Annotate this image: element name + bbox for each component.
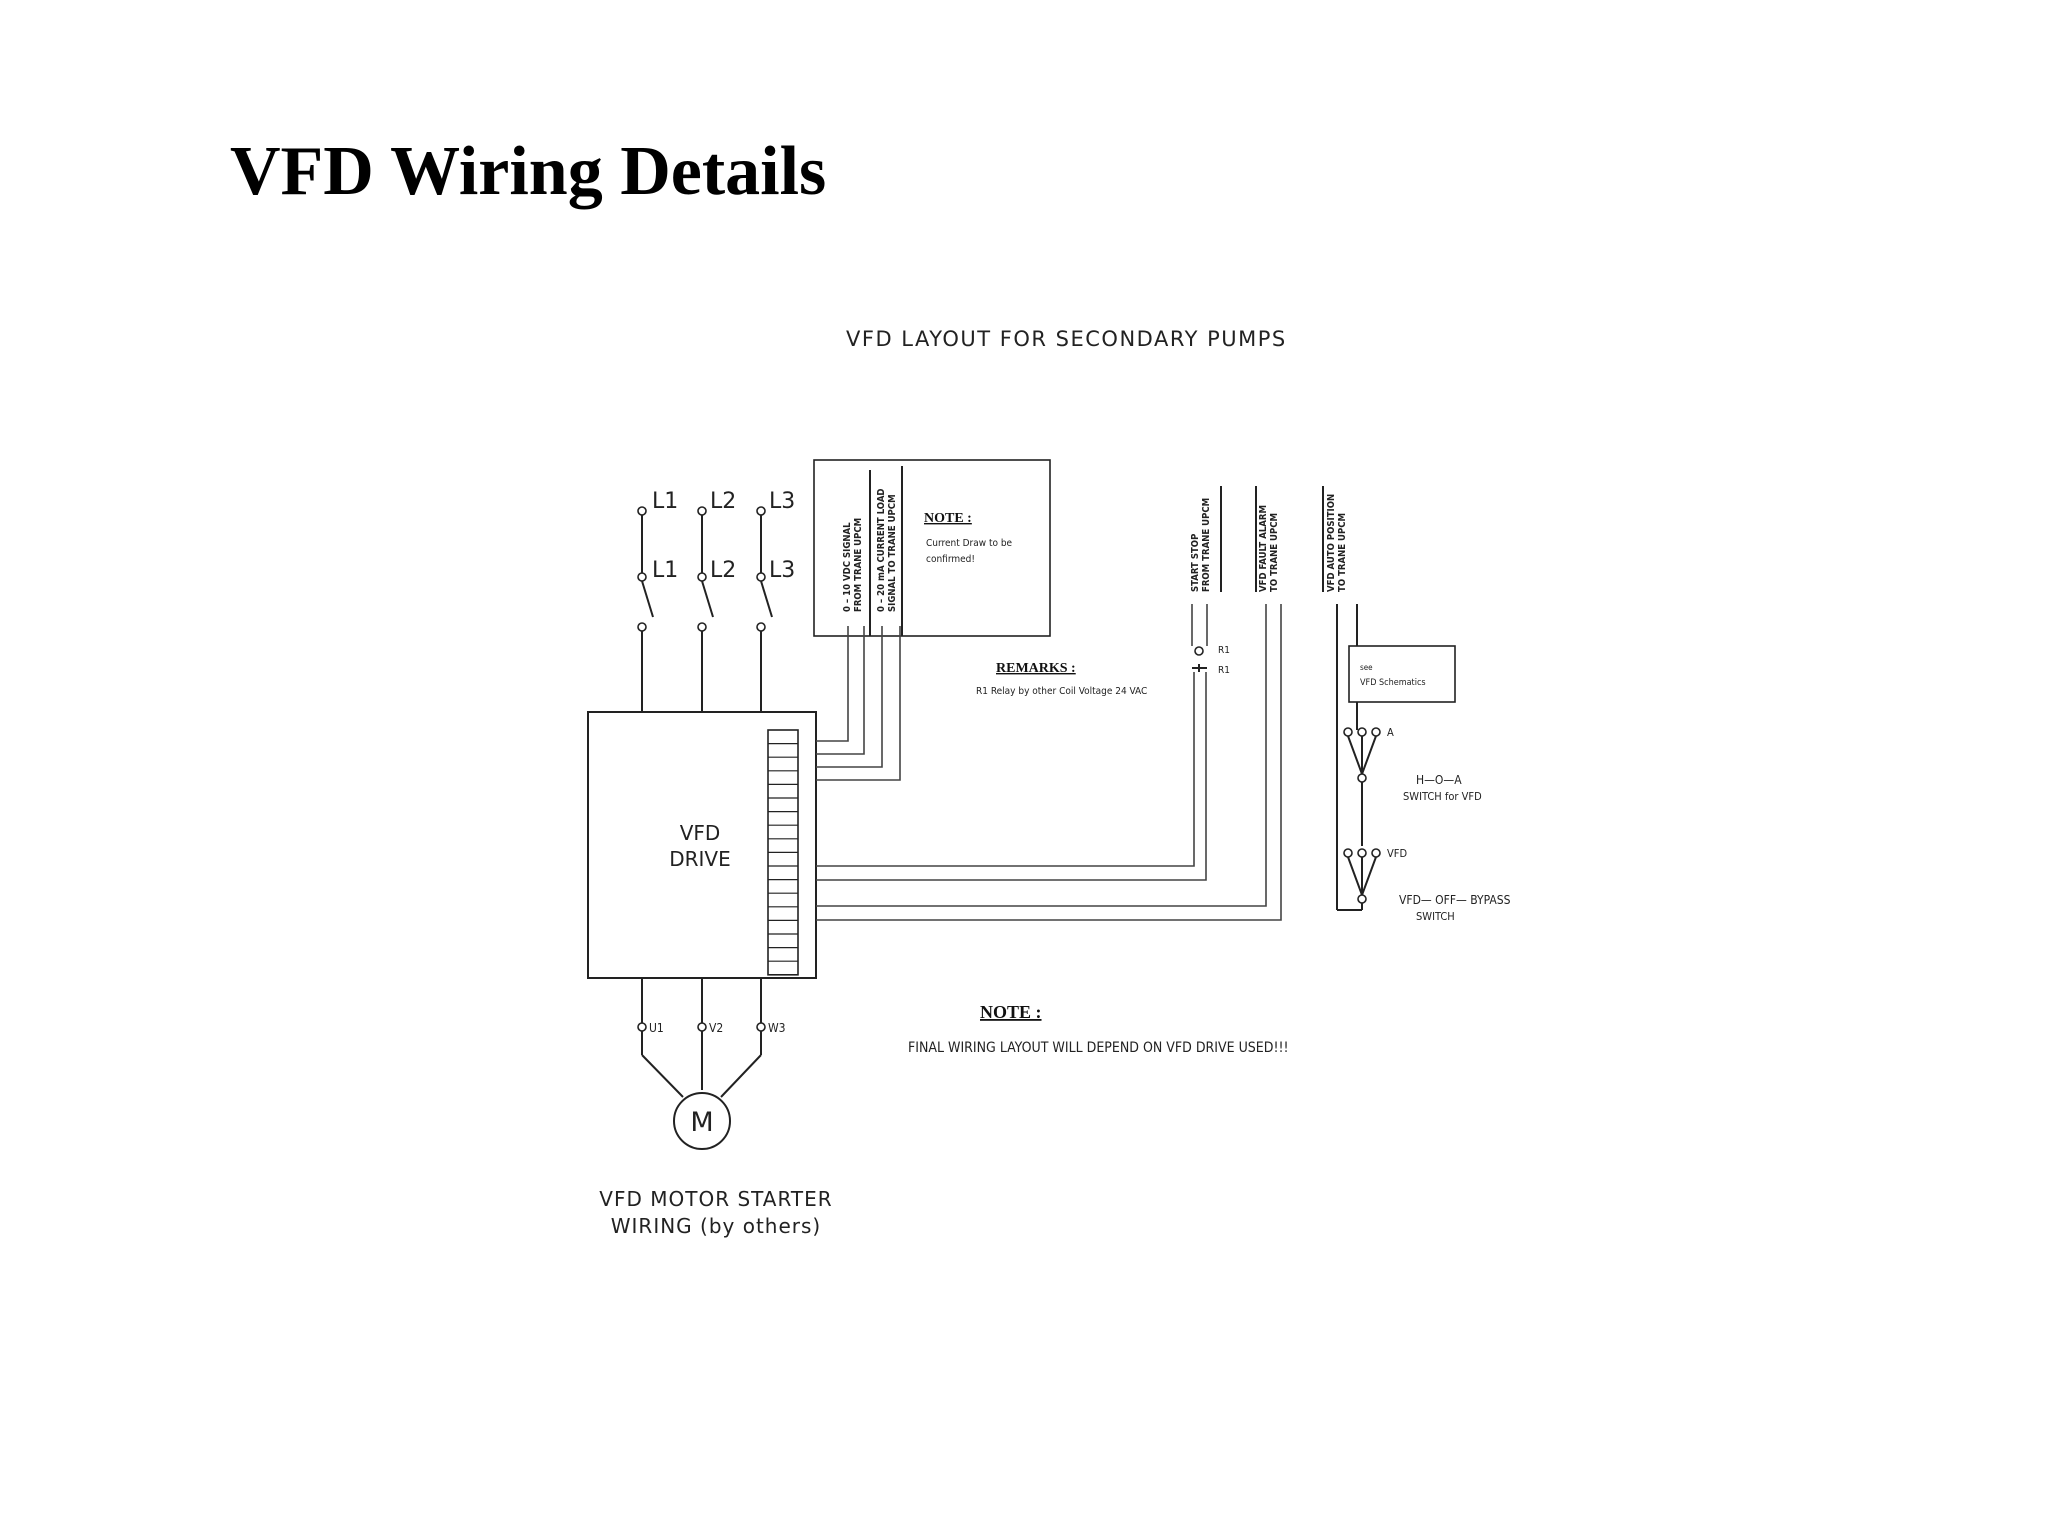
terminal-w3: W3 [768,1021,786,1035]
terminal-u1: U1 [649,1021,664,1035]
analog-signal-wires [816,626,901,781]
signal-label-auto-position: VFD AUTO POSITION [1326,494,1337,592]
bypass-position-vfd: VFD [1387,847,1407,860]
signal-label-0-10vdc: 0 – 10 VDC SIGNAL [842,522,853,612]
remarks-text: R1 Relay by other Coil Voltage 24 VAC [976,686,1147,697]
motor-caption-2: WIRING (by others) [611,1214,821,1238]
final-note-heading: NOTE : [980,1002,1042,1022]
diagram-heading: VFD LAYOUT FOR SECONDARY PUMPS [846,327,1287,351]
terminal-v2: V2 [709,1021,723,1035]
line-label-l2-top: L2 [710,489,736,514]
line-label-l3: L3 [769,558,795,583]
motor-label: M [690,1107,713,1138]
schematic-ref-1: see [1360,663,1373,672]
line-label-l3-top: L3 [769,489,795,514]
signal-label-fault-alarm-dst: TO TRANE UPCM [1269,513,1280,592]
signal-label-auto-position-dst: TO TRANE UPCM [1337,513,1348,592]
relay-label-r1-coil: R1 [1218,665,1230,676]
signal-label-0-10vdc-src: FROM TRANE UPCM [853,518,864,612]
hoa-position-a: A [1387,726,1394,739]
signal-label-start-stop: START STOP [1190,534,1201,592]
final-note-text: FINAL WIRING LAYOUT WILL DEPEND ON VFD D… [908,1040,1289,1056]
bypass-label-1: VFD— OFF— BYPASS [1399,893,1511,907]
motor-output: U1 V2 W3 M VFD MOTOR STARTER WIRING (by … [599,978,832,1238]
relay-label-r1: R1 [1218,645,1230,656]
slide-title: VFD Wiring Details [230,133,827,210]
line-label-l2: L2 [710,558,736,583]
vfd-drive-label-1: VFD [680,821,721,845]
motor-caption-1: VFD MOTOR STARTER [599,1187,832,1211]
signal-label-start-stop-src: FROM TRANE UPCM [1201,498,1212,592]
line-inputs: L1 L2 L3 L1 L2 L3 [637,489,795,712]
signal-label-0-20ma: 0 – 20 mA CURRENT LOAD [876,488,887,612]
note-box-line-1: Current Draw to be [926,538,1013,549]
terminal-strip [767,729,799,976]
line-label-l1: L1 [652,558,678,583]
switch-assembly: see VFD Schematics A H—O—A SWITCH for VF… [1337,645,1511,923]
bypass-label-2: SWITCH [1416,910,1455,923]
vfd-drive-label-2: DRIVE [669,847,731,871]
analog-signal-box: 0 – 10 VDC SIGNAL FROM TRANE UPCM 0 – 20… [813,459,1051,637]
remarks-heading: REMARKS : [996,661,1076,676]
motor-symbol [673,1092,731,1150]
hoa-label-1: H—O—A [1416,773,1462,787]
schematic-ref-2: VFD Schematics [1360,678,1426,688]
note-box-line-2: confirmed! [926,554,975,565]
signal-label-0-20ma-dst: SIGNAL TO TRANE UPCM [887,494,898,612]
note-box-heading: NOTE : [924,511,972,526]
hoa-label-2: SWITCH for VFD [1403,790,1482,803]
line-label-l1-top: L1 [652,489,678,514]
signal-label-fault-alarm: VFD FAULT ALARM [1258,505,1269,592]
control-signals: START STOP FROM TRANE UPCM VFD FAULT ALA… [816,486,1358,921]
vfd-drive: VFD DRIVE [587,711,817,979]
